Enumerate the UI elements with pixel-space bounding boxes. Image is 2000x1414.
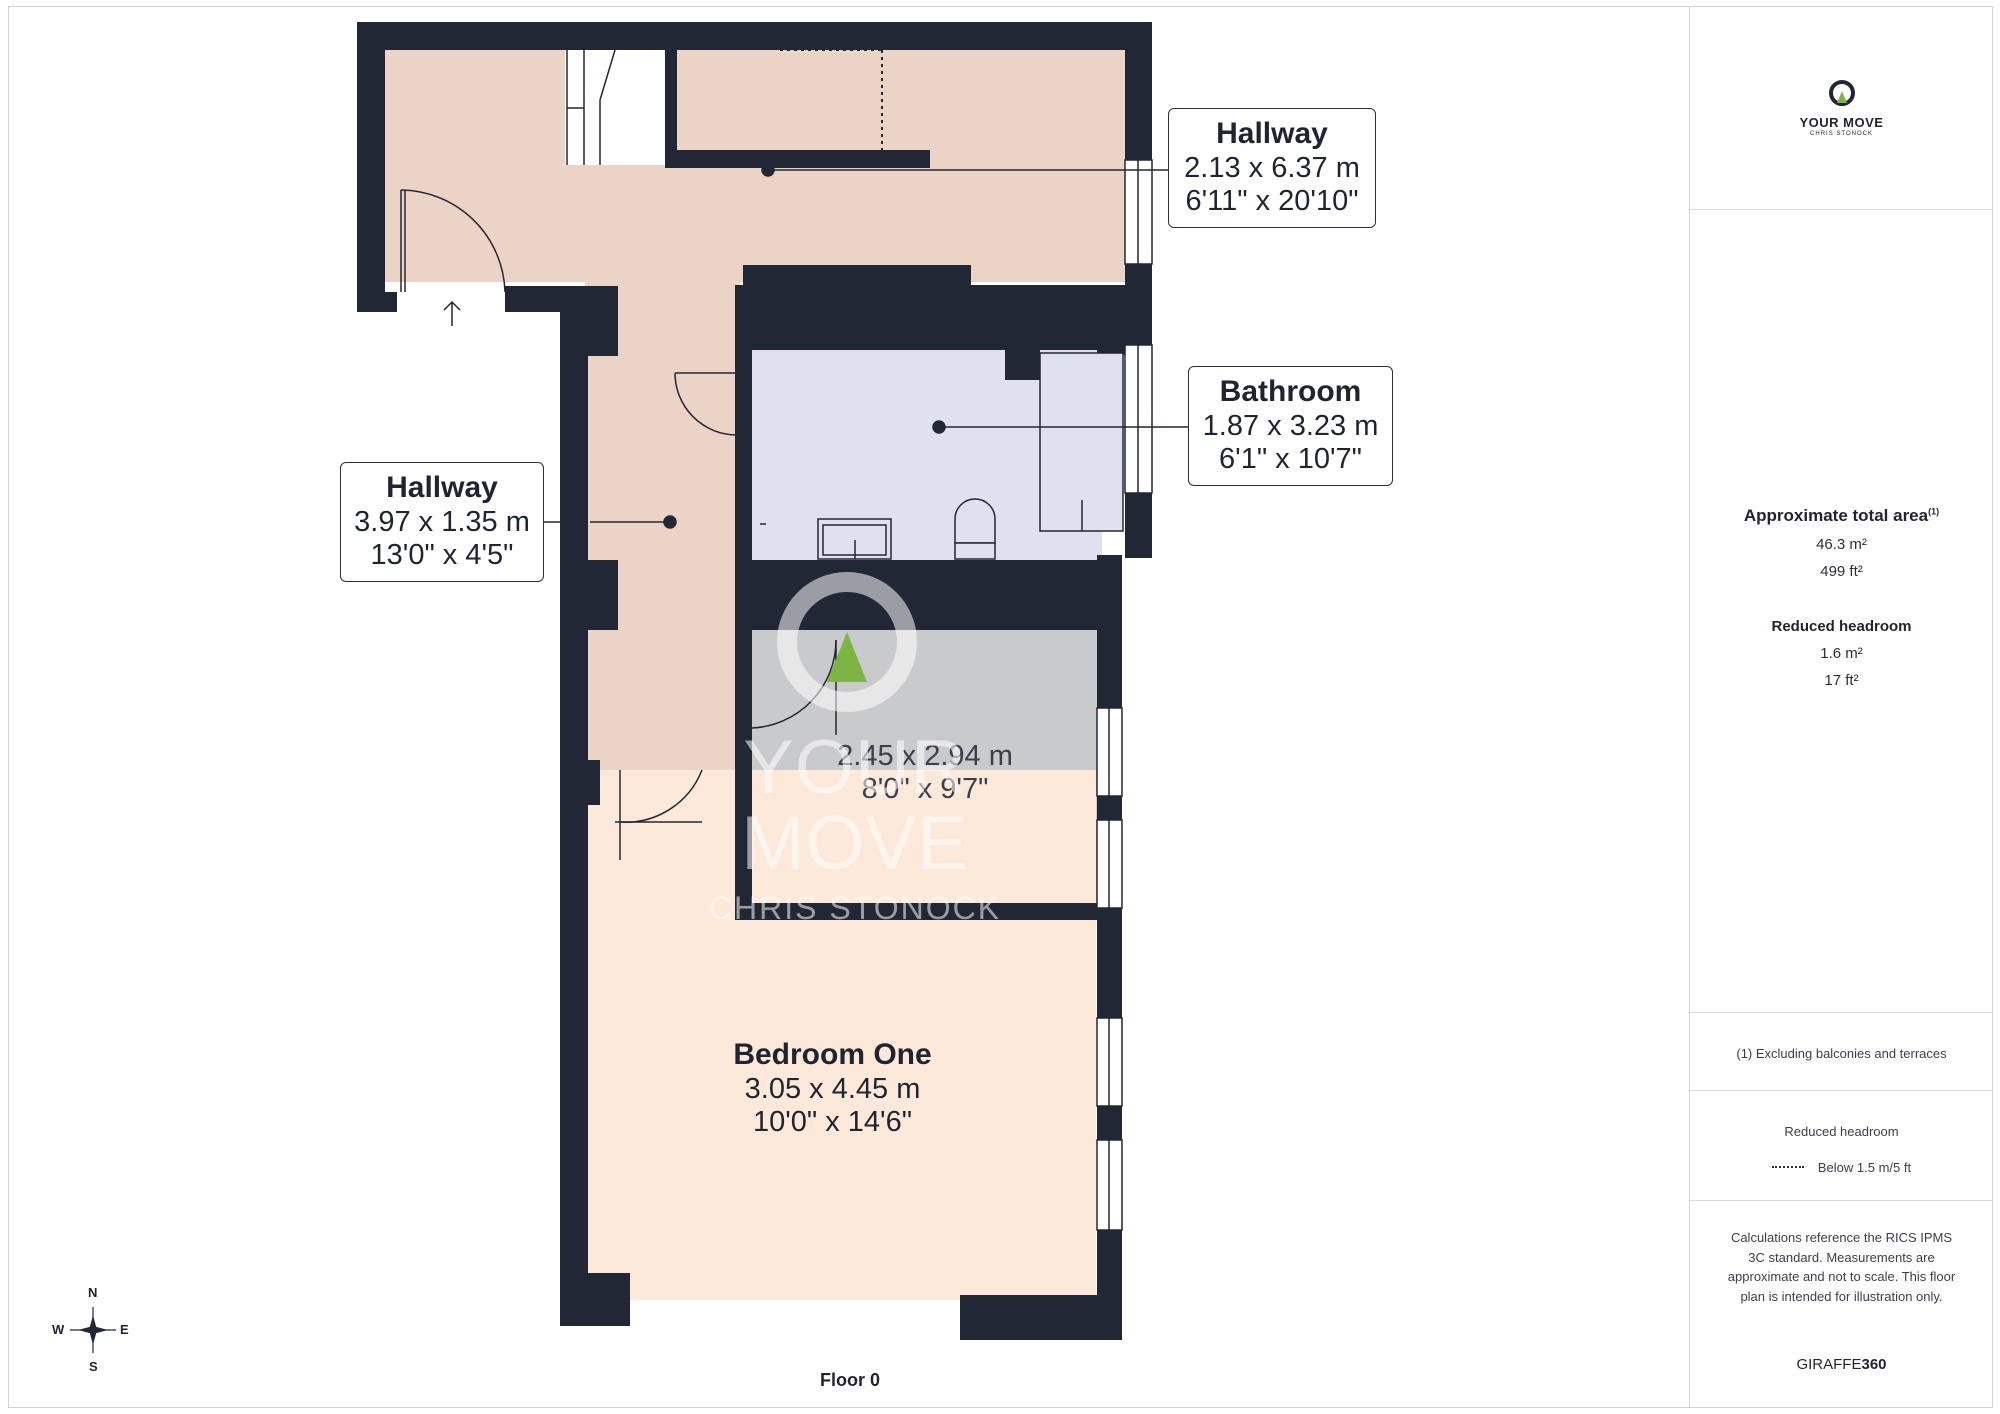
legend-item: Below 1.5 m/5 ft xyxy=(1817,1159,1912,1175)
compass-n: N xyxy=(88,1285,98,1300)
reduced-headroom-m2: 1.6 m² xyxy=(1820,645,1863,662)
floor-plan xyxy=(357,22,1188,1340)
room-imperial: 10'0" x 14'6" xyxy=(752,1105,913,1138)
brand-logo: YOUR MOVE CHRIS STONOCK xyxy=(1690,78,1993,137)
total-area-ft2: 499 ft² xyxy=(1820,563,1863,580)
hallway-left-pin xyxy=(663,515,677,529)
compass-w: W xyxy=(52,1322,65,1337)
total-area-block: Approximate total area(1) 46.3 m² 499 ft… xyxy=(1690,506,1993,580)
reduced-headroom-title: Reduced headroom xyxy=(1771,618,1912,635)
watermark-brand: YOUR MOVE xyxy=(741,725,969,886)
hallway-top-label: Hallway 2.13 x 6.37 m 6'11" x 20'10" xyxy=(1168,108,1376,228)
compass-e: E xyxy=(120,1322,129,1337)
compass: N S E W xyxy=(48,1285,138,1375)
watermark-logo-icon xyxy=(777,572,917,712)
brand-mark: GIRAFFE360 xyxy=(1690,1356,1993,1373)
room-metric: 1.87 x 3.23 m xyxy=(1202,409,1379,442)
room-imperial: 8'0" x 9'7" xyxy=(861,773,989,806)
logo-brand: YOUR MOVE xyxy=(1799,115,1884,130)
legend-block: Reduced headroom Below 1.5 m/5 ft xyxy=(1690,1122,1993,1177)
bathroom-fixtures xyxy=(817,352,1124,560)
disclaimer: Calculations reference the RICS IPMS 3C … xyxy=(1727,1230,1956,1304)
bedroom-one-fill xyxy=(588,770,1096,1315)
room-name: Hallway xyxy=(386,471,498,504)
info-sidebar: YOUR MOVE CHRIS STONOCK Approximate tota… xyxy=(1689,6,1993,1408)
legend-row: Below 1.5 m/5 ft xyxy=(1690,1158,1993,1178)
windows xyxy=(1096,159,1153,1231)
room-metric: 2.45 x 2.94 m xyxy=(837,740,1013,772)
logo-sub: CHRIS STONOCK xyxy=(1810,131,1873,137)
room-name: Hallway xyxy=(1216,117,1328,150)
reduced-headroom-block: Reduced headroom 1.6 m² 17 ft² xyxy=(1690,618,1993,689)
giraffe360-brand: GIRAFFE360 xyxy=(1690,1342,1993,1373)
total-area-title: Approximate total area(1) xyxy=(1690,506,1993,526)
stair-lines xyxy=(566,49,616,165)
bathroom-label: Bathroom 1.87 x 3.23 m 6'1" x 10'7" xyxy=(1188,366,1393,486)
measure-marks xyxy=(544,163,1188,529)
room-name: Bathroom xyxy=(1219,375,1362,408)
room-metric: 3.05 x 4.45 m xyxy=(744,1072,921,1105)
divider xyxy=(1690,1200,1993,1201)
toilet xyxy=(954,498,996,544)
compass-rose-icon xyxy=(70,1307,116,1353)
brand-mark-light: GIRAFFE xyxy=(1796,1356,1862,1373)
divider xyxy=(1690,1012,1993,1013)
your-move-logo-icon xyxy=(1828,80,1855,106)
compass-s: S xyxy=(89,1359,98,1374)
watermark: YOUR MOVE CHRIS STONOCK xyxy=(620,730,1090,927)
total-area-m2: 46.3 m² xyxy=(1816,536,1867,553)
room-imperial: 6'1" x 10'7" xyxy=(1219,442,1362,475)
room-imperial: 13'0" x 4'5" xyxy=(370,538,514,571)
room-imperial: 6'11" x 20'10" xyxy=(1185,184,1359,217)
entrance-arrow-icon xyxy=(443,300,461,326)
walls xyxy=(357,22,1152,1340)
watermark-sub: CHRIS STONOCK xyxy=(708,890,1002,926)
reduced-headroom-ft2: 17 ft² xyxy=(1824,672,1859,689)
total-area-footnote-marker: (1) xyxy=(1928,506,1940,517)
room-name: Bedroom One xyxy=(733,1038,932,1071)
plan-frame xyxy=(8,6,1993,1408)
total-area-title-text: Approximate total area xyxy=(1743,506,1929,525)
middle-room-label: 2.45 x 2.94 m 8'0" x 9'7" xyxy=(800,740,1050,807)
hallway-left-fill xyxy=(585,282,740,772)
room-metric: 2.13 x 6.37 m xyxy=(1184,151,1360,184)
dotted-line-icon xyxy=(1771,1166,1804,1169)
hallway-left-label: Hallway 3.97 x 1.35 m 13'0" x 4'5" xyxy=(340,462,544,582)
divider xyxy=(1690,209,1993,210)
legend-title: Reduced headroom xyxy=(1784,1124,1899,1139)
divider xyxy=(1690,1090,1993,1091)
bedroom-one-label: Bedroom One 3.05 x 4.45 m 10'0" x 14'6" xyxy=(700,1038,965,1139)
area-footnote: (1) Excluding balconies and terraces xyxy=(1736,1046,1947,1061)
brand-mark-bold: 360 xyxy=(1861,1356,1887,1373)
floor-label: Floor 0 xyxy=(819,1370,880,1390)
room-metric: 3.97 x 1.35 m xyxy=(354,505,530,538)
